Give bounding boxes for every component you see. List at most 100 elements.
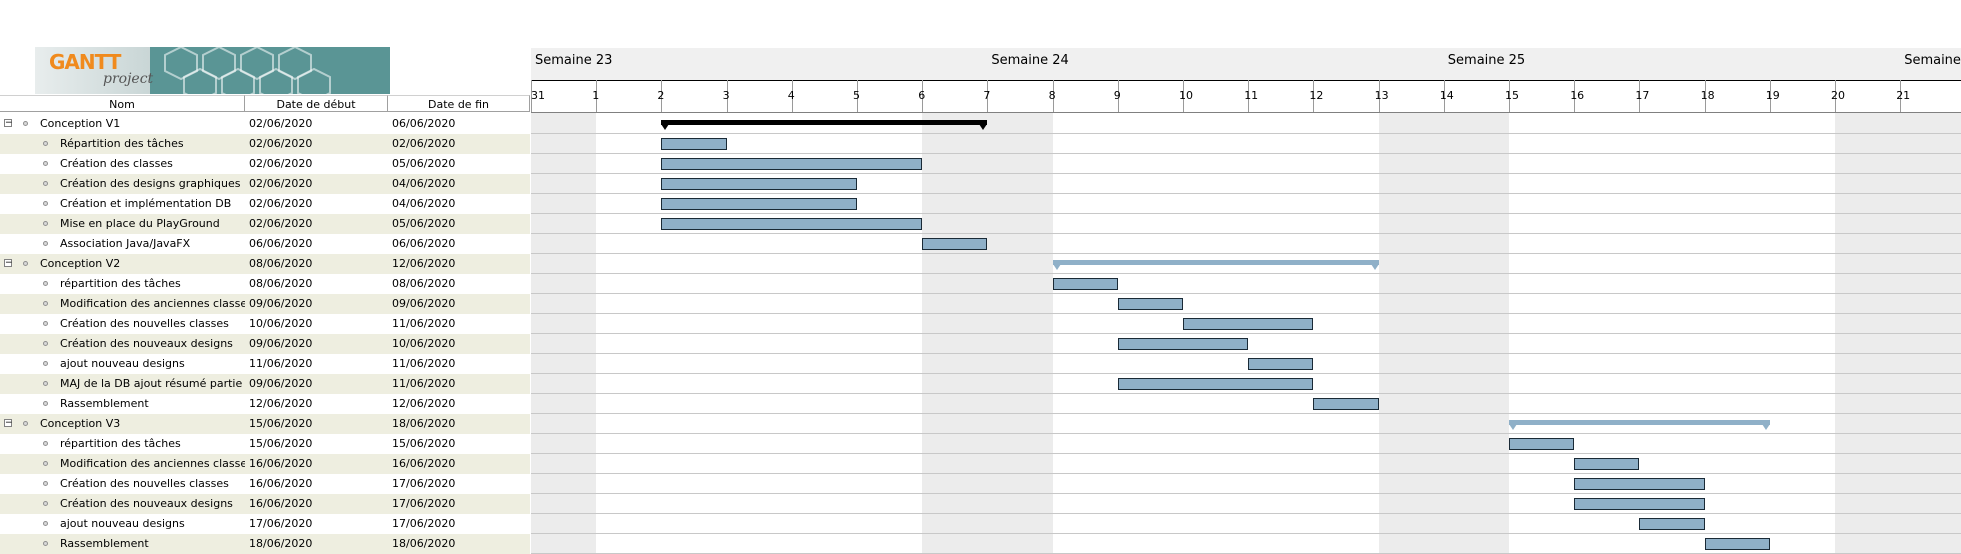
day-label: 31 xyxy=(531,89,545,102)
column-header-end[interactable]: Date de fin xyxy=(388,95,530,112)
task-bullet-icon xyxy=(43,381,48,386)
column-header-name[interactable]: Nom xyxy=(0,95,245,112)
task-start-date: 02/06/2020 xyxy=(249,117,313,130)
collapse-toggle-icon[interactable]: − xyxy=(4,118,13,128)
task-end-date: 17/06/2020 xyxy=(392,477,456,490)
summary-bar-cap xyxy=(661,124,670,130)
task-bullet-icon xyxy=(43,241,48,246)
task-bullet-icon xyxy=(43,481,48,486)
task-bar[interactable] xyxy=(1117,378,1314,390)
task-bar[interactable] xyxy=(1639,518,1705,530)
task-name: Création des nouvelles classes xyxy=(60,317,229,330)
day-tick xyxy=(1313,80,1315,112)
task-bar[interactable] xyxy=(1704,538,1770,550)
task-bar[interactable] xyxy=(661,158,923,170)
task-bar[interactable] xyxy=(1052,278,1118,290)
task-bullet-icon xyxy=(43,361,48,366)
task-bar[interactable] xyxy=(1509,438,1575,450)
task-bar[interactable] xyxy=(661,138,727,150)
task-start-date: 11/06/2020 xyxy=(249,357,313,370)
day-label: 4 xyxy=(787,89,795,102)
task-end-date: 11/06/2020 xyxy=(392,377,456,390)
day-tick xyxy=(1509,80,1510,112)
logo-background xyxy=(35,47,150,94)
task-bar[interactable] xyxy=(1574,478,1705,490)
task-end-date: 10/06/2020 xyxy=(392,337,456,350)
task-start-date: 16/06/2020 xyxy=(249,457,313,470)
chart-row-divider xyxy=(531,253,1961,254)
task-bar[interactable] xyxy=(1574,498,1705,510)
chart-row-divider xyxy=(531,193,1961,194)
day-tick xyxy=(1639,80,1641,112)
task-bar[interactable] xyxy=(1313,398,1379,410)
task-name: Création des classes xyxy=(60,157,173,170)
day-label: 12 xyxy=(1309,89,1324,102)
task-start-date: 12/06/2020 xyxy=(249,397,313,410)
task-start-date: 06/06/2020 xyxy=(249,237,313,250)
task-bar[interactable] xyxy=(1117,298,1183,310)
task-end-date: 04/06/2020 xyxy=(392,177,456,190)
day-label: 17 xyxy=(1635,89,1650,102)
summary-bar[interactable] xyxy=(661,120,988,125)
task-bar[interactable] xyxy=(1183,318,1314,330)
task-bar[interactable] xyxy=(1248,358,1314,370)
summary-bar[interactable] xyxy=(1052,260,1379,265)
collapse-toggle-icon[interactable]: − xyxy=(4,418,13,428)
task-bar[interactable] xyxy=(661,218,923,230)
day-label: 1 xyxy=(592,89,600,102)
task-start-date: 02/06/2020 xyxy=(249,217,313,230)
task-bar[interactable] xyxy=(661,178,857,190)
task-bullet-icon xyxy=(43,441,48,446)
day-tick xyxy=(857,80,858,112)
chart-row-divider xyxy=(531,153,1961,154)
chart-row-divider xyxy=(531,293,1961,294)
logo-subtitle: project xyxy=(103,71,154,87)
task-bar[interactable] xyxy=(661,198,857,210)
task-bullet-icon xyxy=(23,261,28,266)
day-label: 10 xyxy=(1179,89,1193,102)
day-tick xyxy=(1052,80,1054,112)
table-row[interactable]: Création des nouvelles classes 10/06/2020… xyxy=(0,314,530,334)
collapse-toggle-icon[interactable]: − xyxy=(4,258,13,268)
summary-bar[interactable] xyxy=(1509,420,1770,425)
task-start-date: 10/06/2020 xyxy=(249,317,313,330)
task-start-date: 16/06/2020 xyxy=(249,497,313,510)
task-name: Création des designs graphiques xyxy=(60,177,241,190)
task-bar[interactable] xyxy=(1117,338,1249,350)
task-bar[interactable] xyxy=(922,238,988,250)
task-bar[interactable] xyxy=(1574,458,1640,470)
task-bullet-icon xyxy=(43,301,48,306)
task-end-date: 06/06/2020 xyxy=(392,117,456,130)
task-end-date: 18/06/2020 xyxy=(392,537,456,550)
column-header-start[interactable]: Date de début xyxy=(245,95,388,112)
summary-bar-cap xyxy=(979,124,988,130)
summary-bar-cap xyxy=(1370,264,1379,270)
day-tick xyxy=(1248,80,1250,112)
task-start-date: 08/06/2020 xyxy=(249,277,313,290)
task-name: ajout nouveau designs xyxy=(60,517,185,530)
task-bullet-icon xyxy=(43,401,48,406)
day-label: 6 xyxy=(918,89,926,102)
task-name: Mise en place du PlayGround xyxy=(60,217,220,230)
